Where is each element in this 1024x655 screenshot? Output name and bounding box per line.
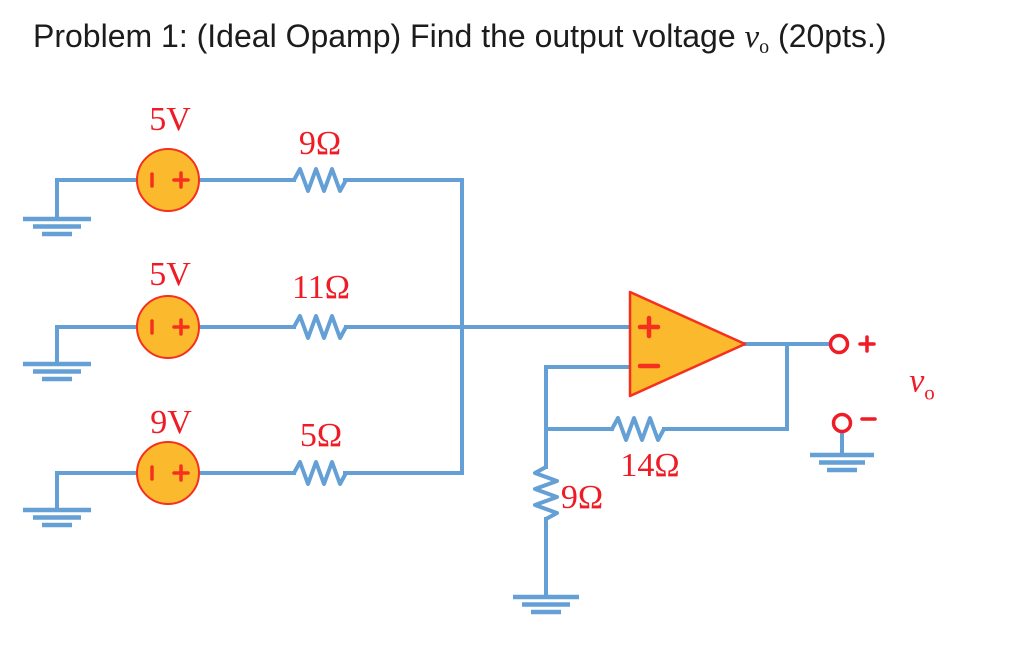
wire-ground3-to-source3 [55,471,139,512]
voltage-source2-plus-icon [172,318,190,336]
voltage-source1 [136,148,200,212]
voltage-source1-plus-icon [172,171,190,189]
problem-title: Problem 1: (Ideal Opamp) Find the output… [33,18,887,59]
shunt-ground-icon [513,594,579,615]
voltage-source2-circle [136,295,200,359]
ground1-icon [23,216,91,237]
output-positive-terminal [828,333,850,355]
voltage-source1-circle [136,148,200,212]
resistor2-zigzag [292,314,348,340]
wire-opamp-minus-node [544,365,632,469]
shunt-resistor-label: 9Ω [560,479,604,516]
resistor1-label: 9Ω [298,125,342,162]
feedback-resistor-label: 14Ω [620,447,680,484]
resistor3-zigzag [292,460,348,486]
source2-label: 5V [149,256,191,293]
title-prefix: Problem 1: (Ideal Opamp) Find the output… [33,18,745,54]
wire-ground1-to-source1 [55,178,139,221]
output-negative-terminal [831,412,853,434]
title-suffix: (20pts.) [769,18,887,54]
source1-label: 5V [149,101,191,138]
resistor1-zigzag [292,167,348,193]
opamp-plus-icon [637,315,661,339]
output-ground-icon [810,452,874,473]
voltage-source3-circle [136,441,200,505]
feedback-resistor-zigzag [610,416,666,442]
source3-label: 9V [150,404,192,441]
title-voltage-subscript: o [759,36,770,58]
voltage-source2 [136,295,200,359]
output-voltage-label: vo [909,363,935,406]
wire-ground2-to-source2 [55,325,139,366]
voltage-source3-plus-icon [172,464,190,482]
resistor3-label: 5Ω [299,417,343,454]
ground2-icon [23,361,91,382]
voltage-source3 [136,441,200,505]
output-voltage-subscript: o [924,380,935,405]
output-plus-icon [858,335,876,353]
shunt-resistor-zigzag [533,465,559,521]
output-voltage-variable: v [909,362,925,400]
opamp-triangle [628,290,747,398]
wire-feedback-right [662,342,789,431]
title-voltage-variable: v [744,19,760,55]
ground3-icon [23,507,91,528]
resistor2-label: 11Ω [291,269,351,306]
